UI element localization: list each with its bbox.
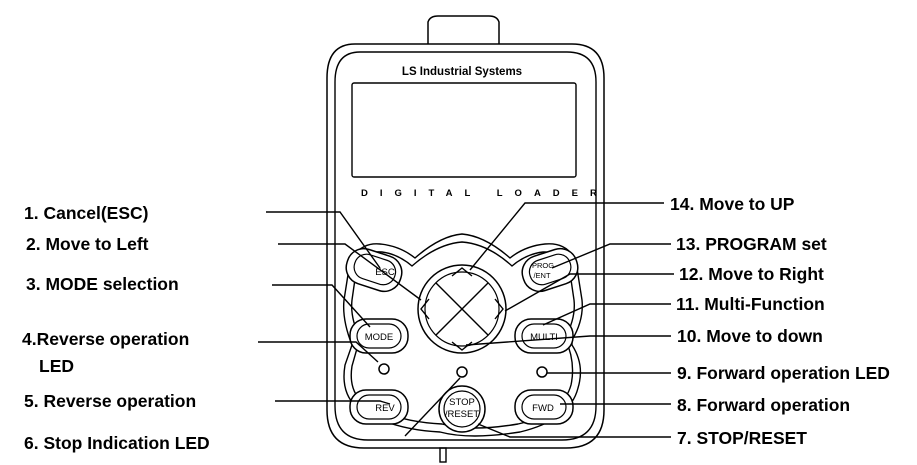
callout-reverse-led-1: 4.Reverse operation (22, 329, 189, 349)
rev-key[interactable]: REV (349, 389, 409, 425)
direction-pad[interactable] (417, 264, 507, 354)
stop-key-label-1: STOP (449, 397, 475, 408)
callout-cancel-esc: 1. Cancel(ESC) (24, 203, 148, 223)
reverse-led (378, 363, 390, 375)
stop-led (456, 366, 468, 378)
rev-key-label: REV (375, 403, 395, 414)
mode-key[interactable]: MODE (349, 318, 409, 354)
stop-key-label-2: /RESET (445, 409, 480, 420)
fwd-key[interactable]: FWD (514, 389, 574, 425)
leader-lines (258, 202, 674, 438)
left-callouts: 1. Cancel(ESC) 2. Move to Left 3. MODE s… (22, 203, 210, 453)
prog-key-label-2: /ENT (533, 271, 551, 280)
right-callouts: 14. Move to UP 13. PROGRAM set 12. Move … (670, 194, 890, 448)
prog-ent-key[interactable]: PROG /ENT (518, 244, 582, 296)
callout-move-right: 12. Move to Right (679, 264, 824, 284)
bottom-stub (439, 447, 447, 463)
callout-program-set: 13. PROGRAM set (676, 234, 827, 254)
prog-key-label-1: PROG (532, 261, 554, 270)
fwd-key-label: FWD (532, 403, 554, 414)
forward-led (536, 366, 548, 378)
top-tab (427, 15, 500, 46)
digital-loader-label: DIGITAL LOADER (361, 188, 609, 199)
callout-stop-led: 6. Stop Indication LED (24, 433, 210, 453)
brand-label: LS Industrial Systems (402, 66, 522, 78)
multi-key[interactable]: MULTI (514, 318, 574, 354)
esc-key[interactable]: ESC (342, 244, 406, 296)
callout-stop-reset: 7. STOP/RESET (677, 428, 807, 448)
callout-mode-selection: 3. MODE selection (26, 274, 179, 294)
callout-move-left: 2. Move to Left (26, 234, 149, 254)
left-arrow-icon[interactable] (420, 298, 430, 320)
callout-move-up: 14. Move to UP (670, 194, 795, 214)
multi-key-label: MULTI (530, 332, 558, 343)
callout-reverse-operation: 5. Reverse operation (24, 391, 196, 411)
esc-key-label: ESC (375, 267, 395, 278)
inner-rim (334, 51, 597, 441)
lcd-display (351, 82, 577, 178)
up-arrow-icon[interactable] (451, 267, 473, 277)
callout-forward-led: 9. Forward operation LED (677, 363, 890, 383)
callout-multi-function: 11. Multi-Function (676, 294, 825, 314)
callout-reverse-led-2: LED (39, 356, 74, 376)
mode-key-label: MODE (365, 332, 394, 343)
right-arrow-icon[interactable] (494, 298, 504, 320)
stop-reset-key[interactable]: STOP /RESET (438, 385, 486, 433)
callout-move-down: 10. Move to down (677, 326, 823, 346)
callout-forward-operation: 8. Forward operation (677, 395, 850, 415)
